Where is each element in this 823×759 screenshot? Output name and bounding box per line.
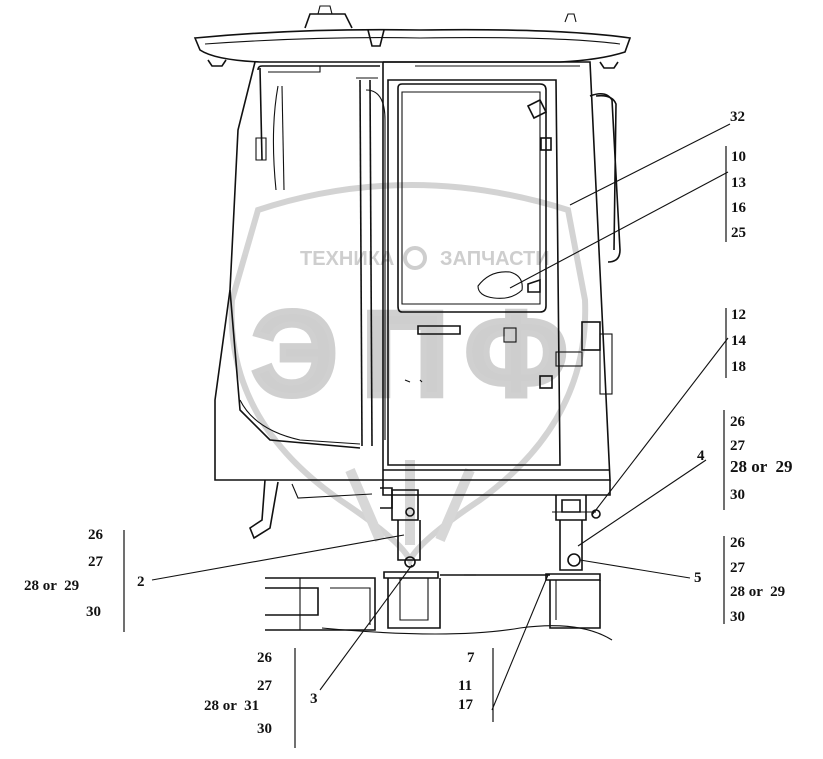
callout-18: 18 xyxy=(731,359,746,375)
front-pillar xyxy=(356,77,386,447)
callout-25: 25 xyxy=(731,225,746,241)
group-bars xyxy=(123,146,727,748)
callout-27-b: 27 xyxy=(257,678,273,694)
cab-roof xyxy=(193,5,632,69)
callout-26-b: 26 xyxy=(257,650,273,666)
leader-2 xyxy=(151,534,405,581)
callout-26-fr: 26 xyxy=(730,535,746,551)
callout-28or31-b: 28 or 31 xyxy=(204,698,259,714)
callout-14: 14 xyxy=(731,333,747,349)
leader-lines xyxy=(151,123,731,711)
watermark-right-word: ЗАПЧАСТИ xyxy=(440,248,550,270)
callout-13: 13 xyxy=(731,175,746,191)
left-mount xyxy=(249,479,613,641)
watermark-letter-e: Э xyxy=(252,287,337,421)
callout-4: 4 xyxy=(697,448,705,464)
callout-labels: 32 10 13 16 25 12 14 18 26 27 28 or 29 3… xyxy=(24,109,793,737)
callout-3: 3 xyxy=(310,691,318,707)
callout-28or29-r: 28 or 29 xyxy=(730,457,793,476)
callout-27-r: 27 xyxy=(730,438,746,454)
callout-26-r: 26 xyxy=(730,414,746,430)
callout-32: 32 xyxy=(730,109,745,125)
callout-27-l: 27 xyxy=(88,554,104,570)
watermark-gear-icon xyxy=(403,246,427,270)
callout-7: 7 xyxy=(467,650,475,666)
callout-30-fr: 30 xyxy=(730,609,745,625)
callout-30-b: 30 xyxy=(257,721,272,737)
callout-16: 16 xyxy=(731,200,747,216)
watermark-wheat-icon xyxy=(345,460,475,545)
callout-2: 2 xyxy=(137,574,145,590)
leader-12-group xyxy=(591,337,729,516)
watermark-left-word: ТЕХНИКА xyxy=(300,248,394,270)
leader-32 xyxy=(569,123,731,206)
callout-17: 17 xyxy=(458,697,474,713)
callout-28or29-fr: 28 or 29 xyxy=(730,584,785,600)
callout-26-l: 26 xyxy=(88,527,104,543)
leader-4 xyxy=(577,459,707,547)
leader-7-group xyxy=(491,574,549,711)
cab-door xyxy=(387,65,621,466)
watermark-letter-p: П xyxy=(362,287,448,421)
callout-30-l: 30 xyxy=(86,604,101,620)
callout-5: 5 xyxy=(694,570,702,586)
cab-body xyxy=(214,61,611,496)
watermark-letter-f: Ф xyxy=(465,287,567,421)
callout-10: 10 xyxy=(731,149,746,165)
leader-10-group xyxy=(509,171,729,289)
callout-28or29-l: 28 or 29 xyxy=(24,578,79,594)
callout-30-r: 30 xyxy=(730,487,745,503)
leader-3 xyxy=(319,564,413,691)
right-mount xyxy=(545,495,601,629)
callout-27-fr: 27 xyxy=(730,560,746,576)
watermark: ТЕХНИКА ЗАПЧАСТИ Э П Ф xyxy=(228,182,589,567)
watermark-shield-outline xyxy=(228,182,589,567)
leader-5 xyxy=(579,559,691,579)
callout-12: 12 xyxy=(731,307,746,323)
callout-11: 11 xyxy=(458,678,472,694)
